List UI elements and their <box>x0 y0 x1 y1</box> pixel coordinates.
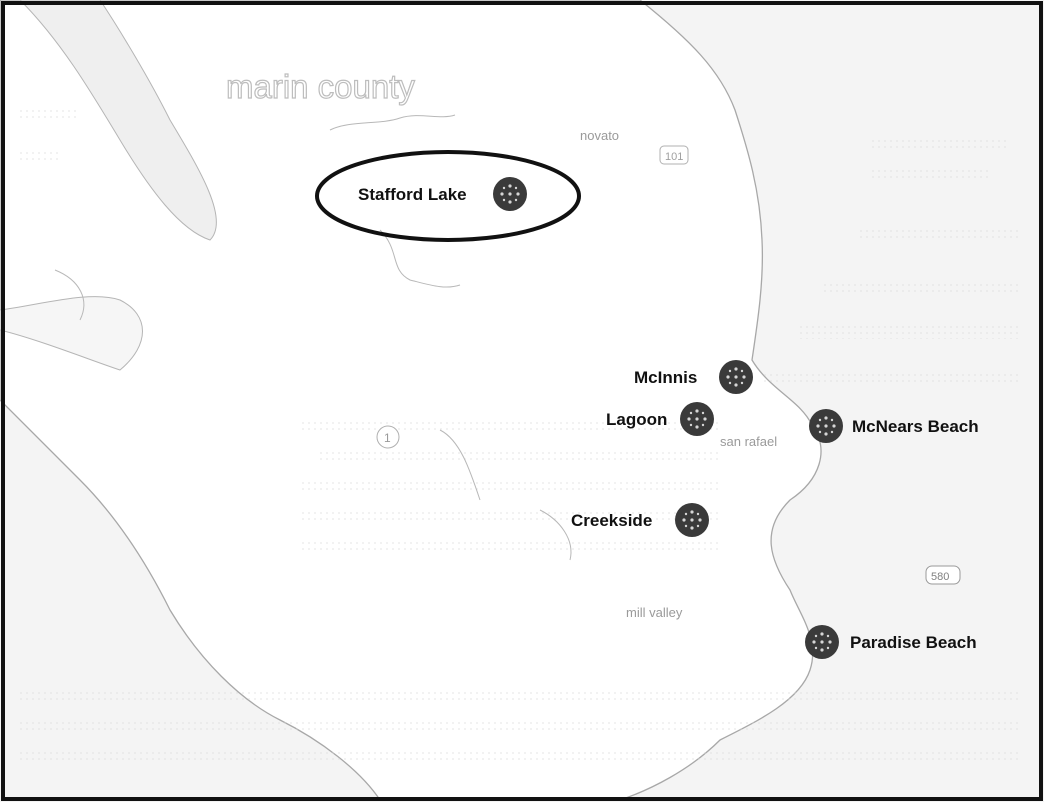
svg-text:1: 1 <box>384 431 391 445</box>
marker-star-icon <box>812 632 832 652</box>
faint-background-text <box>20 110 1020 762</box>
town-novato: novato <box>580 128 619 143</box>
location-label-creekside: Creekside <box>571 511 652 530</box>
route-shield-580: 580 <box>925 565 961 585</box>
county-name: marin county <box>226 68 415 105</box>
location-label-paradise-beach: Paradise Beach <box>850 633 977 652</box>
stafford-lake-highlight-ring <box>315 150 581 242</box>
marker-star-icon <box>682 510 702 530</box>
location-marker-lagoon[interactable] <box>680 402 714 436</box>
town-mill-valley: mill valley <box>626 605 683 620</box>
route-shield-101: 101 <box>659 145 689 165</box>
location-label-mcnears-beach: McNears Beach <box>852 417 979 436</box>
marker-star-icon <box>687 409 707 429</box>
drakes-bay <box>0 296 143 371</box>
svg-text:580: 580 <box>931 571 949 583</box>
marker-star-icon <box>726 367 746 387</box>
town-san-rafael: san rafael <box>720 434 777 449</box>
tomales-bay <box>19 0 217 241</box>
marker-star-icon <box>500 184 520 204</box>
location-label-lagoon: Lagoon <box>606 410 667 429</box>
marker-star-icon <box>816 416 836 436</box>
svg-text:101: 101 <box>665 151 683 163</box>
creeks <box>54 114 572 561</box>
location-marker-stafford-lake[interactable] <box>493 177 527 211</box>
location-label-stafford-lake: Stafford Lake <box>358 185 467 204</box>
location-marker-paradise-beach[interactable] <box>805 625 839 659</box>
location-marker-creekside[interactable] <box>675 503 709 537</box>
route-shield-1: 1 <box>376 425 400 449</box>
location-marker-mcnears-beach[interactable] <box>809 409 843 443</box>
location-marker-mcinnis[interactable] <box>719 360 753 394</box>
location-label-mcinnis: McInnis <box>634 368 697 387</box>
